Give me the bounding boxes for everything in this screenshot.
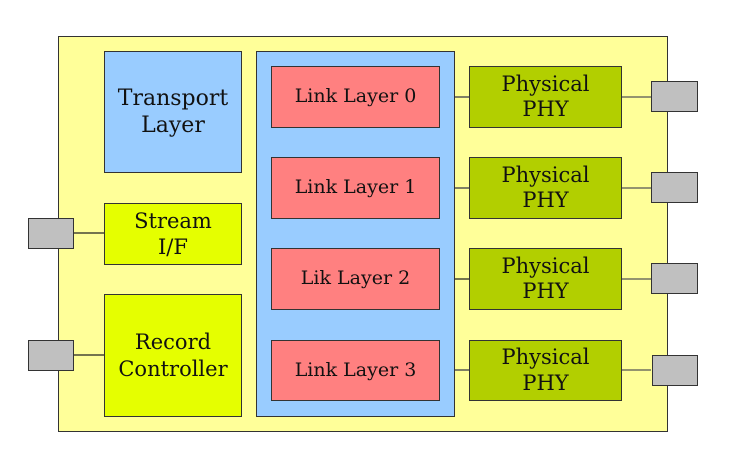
record-controller-block: Record Controller [104,294,242,417]
link-layer-2-block: Lik Layer 2 [271,248,440,310]
record-port-connector [28,340,74,371]
physical-phy-2-block: Physical PHY [469,248,622,310]
record-controller-label: Record Controller [118,330,228,381]
physical-phy-0-label: Physical PHY [501,71,590,121]
phy-port-0-connector [651,81,698,112]
physical-phy-3-label: Physical PHY [501,345,590,395]
stream-port-connector [28,218,74,249]
link-layer-2-label: Lik Layer 2 [300,267,411,290]
link-layer-0-block: Link Layer 0 [271,66,440,128]
physical-phy-2-label: Physical PHY [501,253,590,303]
physical-phy-1-block: Physical PHY [469,157,622,219]
stream-if-label: Stream I/F [134,208,212,259]
stream-if-block: Stream I/F [104,203,242,265]
link-layer-1-label: Link Layer 1 [294,176,417,199]
link-layer-0-label: Link Layer 0 [294,85,417,108]
link-layer-1-block: Link Layer 1 [271,157,440,219]
transport-layer-label: Transport Layer [117,85,229,139]
phy-port-3-connector [652,355,698,386]
physical-phy-3-block: Physical PHY [469,340,622,401]
physical-phy-1-label: Physical PHY [501,162,590,212]
phy-port-2-connector [651,263,698,294]
physical-phy-0-block: Physical PHY [469,66,622,128]
link-layer-3-block: Link Layer 3 [271,340,440,401]
transport-layer-block: Transport Layer [104,51,242,173]
phy-port-1-connector [651,172,698,203]
link-layer-3-label: Link Layer 3 [294,358,417,381]
